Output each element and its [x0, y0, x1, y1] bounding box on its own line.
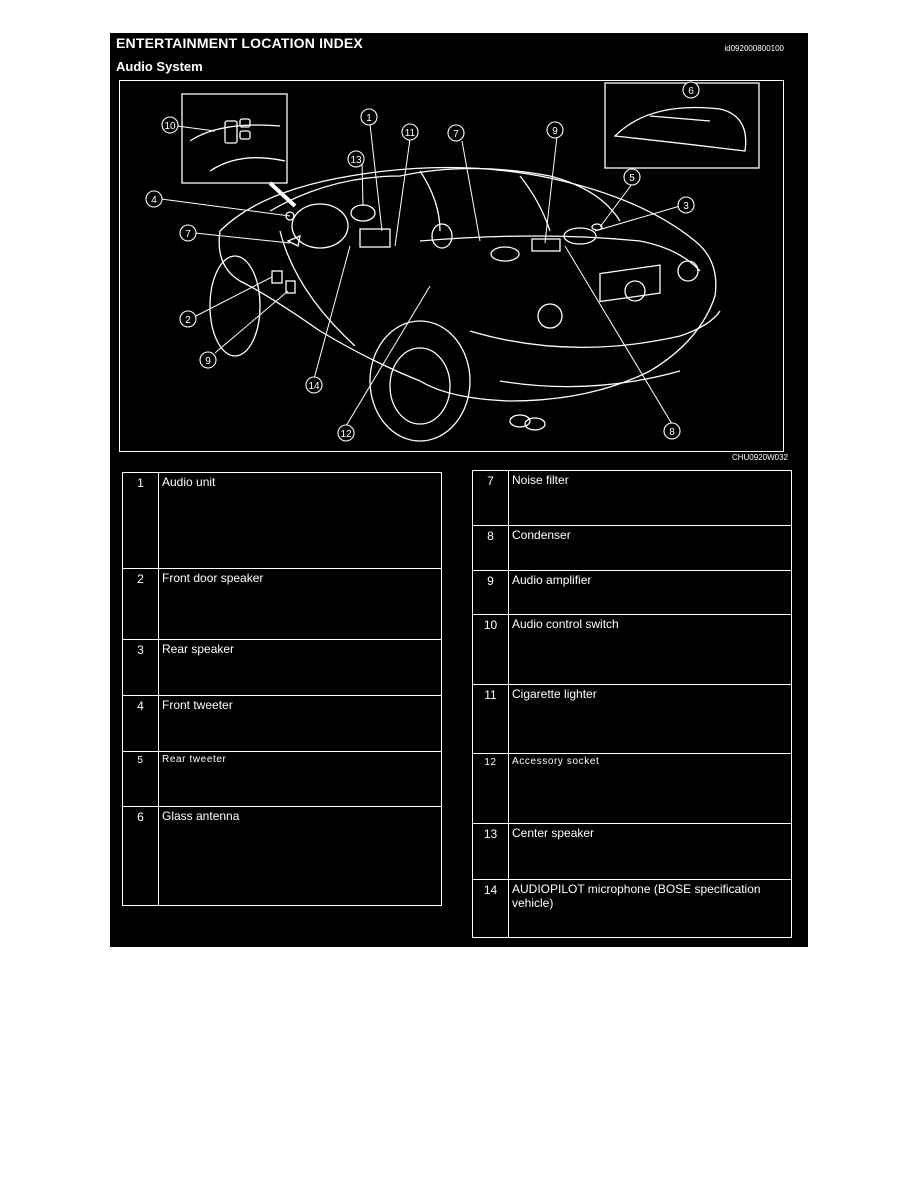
- item-number: 1: [122, 472, 159, 569]
- document-id: id092000800100: [724, 44, 784, 53]
- table-row: 6 Glass antenna: [122, 806, 442, 906]
- item-number: 5: [122, 751, 159, 807]
- table-row: 2 Front door speaker: [122, 568, 442, 640]
- item-label: Cigarette lighter: [508, 684, 792, 754]
- table-row: 11 Cigarette lighter: [472, 684, 792, 754]
- item-number: 13: [472, 823, 509, 880]
- item-number: 9: [472, 570, 509, 615]
- rear-speaker-shape: [563, 227, 597, 245]
- item-label: Audio control switch: [508, 614, 792, 685]
- item-number: 4: [122, 695, 159, 752]
- table-row: 8 Condenser: [472, 525, 792, 571]
- callout-10: 10: [164, 121, 176, 132]
- audio-amplifier-shape: [531, 238, 561, 252]
- item-number: 10: [472, 614, 509, 685]
- callout-3: 3: [683, 201, 689, 212]
- item-number: 14: [472, 879, 509, 938]
- callout-9-left: 9: [205, 356, 211, 367]
- table-row: 5 Rear tweeter: [122, 751, 442, 807]
- item-label: Front tweeter: [158, 695, 442, 752]
- item-number: 12: [472, 753, 509, 824]
- item-label: Glass antenna: [158, 806, 442, 906]
- item-number: 7: [472, 470, 509, 526]
- callout-5: 5: [629, 173, 635, 184]
- front-tweeter-shape: [285, 211, 295, 221]
- callout-9-top: 9: [552, 126, 558, 137]
- item-number: 8: [472, 525, 509, 571]
- item-label: Center speaker: [508, 823, 792, 880]
- callout-7-top: 7: [453, 129, 459, 140]
- item-label: Noise filter: [508, 470, 792, 526]
- inset-switch-box: [181, 93, 288, 184]
- inset-antenna-box: [604, 82, 760, 169]
- manual-page: ENTERTAINMENT LOCATION INDEX Audio Syste…: [110, 33, 808, 947]
- item-label: Rear speaker: [158, 639, 442, 696]
- audio-location-figure: 10 1 11 7 9 6 5 3 4 7 2 9 13 14 12 8: [119, 80, 784, 452]
- rear-speaker-right-shape: [490, 246, 520, 262]
- item-label: Accessory socket: [508, 753, 792, 824]
- table-row: 12 Accessory socket: [472, 753, 792, 824]
- callout-7-left: 7: [185, 229, 191, 240]
- index-table-left: 1 Audio unit 2 Front door speaker 3 Rear…: [122, 472, 442, 906]
- callout-6: 6: [688, 86, 694, 97]
- item-number: 11: [472, 684, 509, 754]
- callout-14: 14: [308, 381, 320, 392]
- item-number: 3: [122, 639, 159, 696]
- callout-1: 1: [366, 113, 372, 124]
- item-label: Condenser: [508, 525, 792, 571]
- callout-2: 2: [185, 315, 191, 326]
- table-row: 3 Rear speaker: [122, 639, 442, 696]
- callout-11: 11: [405, 128, 416, 139]
- table-row: 1 Audio unit: [122, 472, 442, 569]
- audio-unit-shape: [359, 228, 391, 248]
- table-row: 14 AUDIOPILOT microphone (BOSE specifica…: [472, 879, 792, 938]
- item-label: Audio unit: [158, 472, 442, 569]
- table-row: 9 Audio amplifier: [472, 570, 792, 615]
- callout-12: 12: [340, 429, 352, 440]
- callout-13: 13: [350, 155, 362, 166]
- noise-filter-shape: [286, 234, 301, 247]
- section-subtitle: Audio System: [116, 59, 203, 74]
- item-label: AUDIOPILOT microphone (BOSE specificatio…: [508, 879, 792, 938]
- figure-code: CHU0920W032: [731, 453, 788, 462]
- rear-speaker-left-shape: [431, 223, 453, 249]
- item-label: Audio amplifier: [508, 570, 792, 615]
- callout-4: 4: [151, 195, 157, 206]
- item-label: Front door speaker: [158, 568, 442, 640]
- index-table-right: 7 Noise filter 8 Condenser 9 Audio ampli…: [472, 470, 792, 938]
- table-row: 7 Noise filter: [472, 470, 792, 526]
- front-door-speaker-shape: [271, 270, 283, 284]
- callout-8: 8: [669, 427, 675, 438]
- item-number: 2: [122, 568, 159, 640]
- table-row: 13 Center speaker: [472, 823, 792, 880]
- item-number: 6: [122, 806, 159, 906]
- page-title: ENTERTAINMENT LOCATION INDEX: [116, 35, 363, 51]
- car-illustration: 10 1 11 7 9 6 5 3 4 7 2 9 13 14 12 8: [145, 81, 760, 442]
- door-amp-shape: [285, 280, 296, 294]
- table-row: 4 Front tweeter: [122, 695, 442, 752]
- table-row: 10 Audio control switch: [472, 614, 792, 685]
- item-label: Rear tweeter: [158, 751, 442, 807]
